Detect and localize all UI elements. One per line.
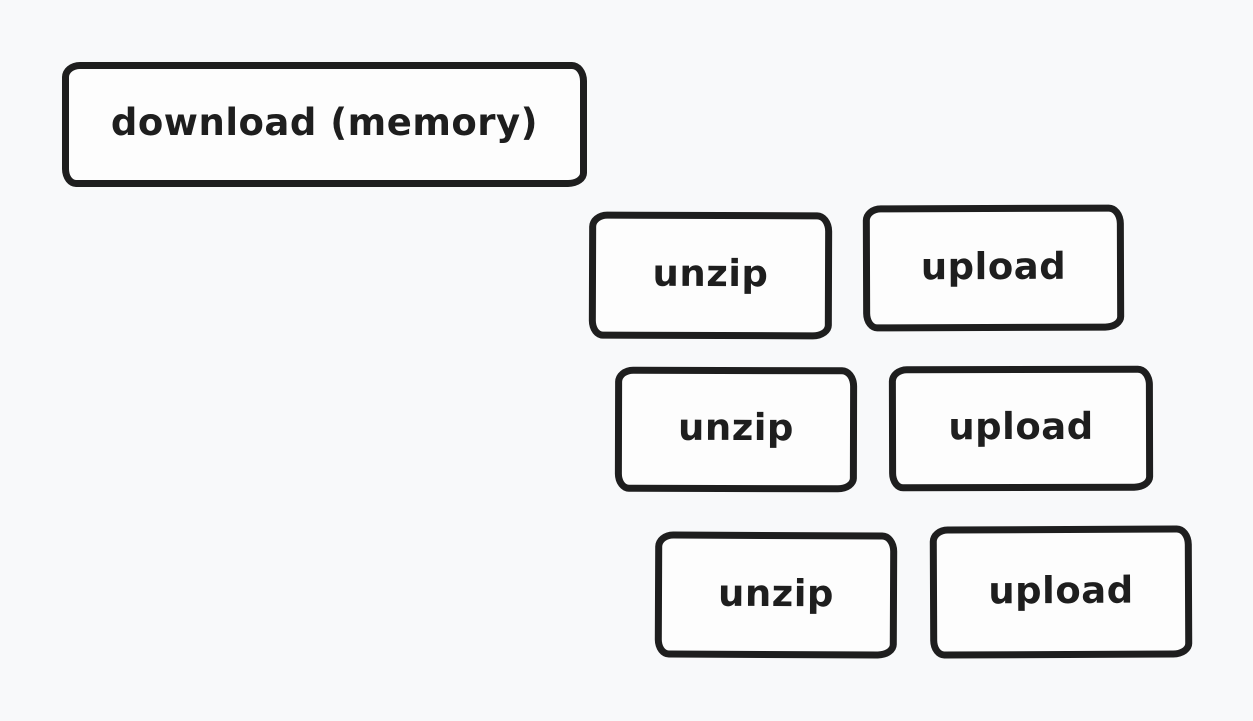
node-label: download (memory) [110,101,539,144]
node-label: upload [948,404,1094,449]
node-unzip-row3: unzip [654,531,898,659]
node-unzip-row2: unzip [614,366,858,493]
node-unzip-row1: unzip [588,211,833,340]
node-label: unzip [677,405,794,450]
node-upload-row3: upload [929,525,1193,659]
node-label: unzip [652,251,769,296]
node-label: unzip [717,571,835,615]
node-label: upload [988,568,1134,612]
node-upload-row2: upload [888,365,1154,492]
node-download-memory: download (memory) [62,62,587,187]
node-label: upload [920,244,1067,288]
node-upload-row1: upload [862,204,1125,332]
